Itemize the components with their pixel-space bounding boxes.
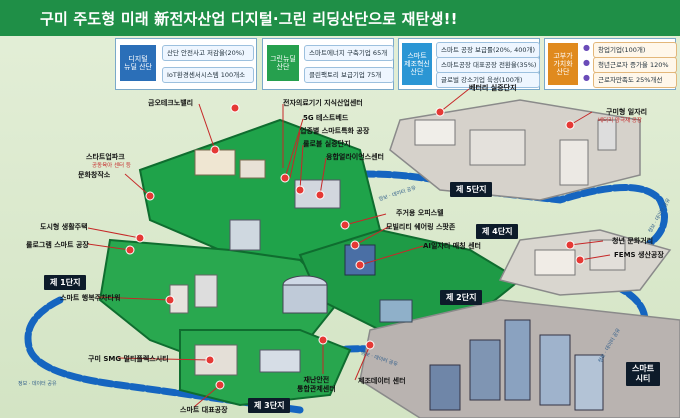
high-value-panel: 고부가 가치화 산단 ● ● ● 창업기업(100개) 청년근로자 증가율 12… bbox=[544, 38, 677, 90]
label-urban-housing: 도시형 생활주택 bbox=[40, 223, 88, 231]
digital-panel-head: 디지털 뉴딜 산단 bbox=[120, 45, 156, 81]
value-panel-head: 고부가 가치화 산단 bbox=[548, 43, 578, 85]
label-residential-officetel: 주거용 오피스텔 bbox=[396, 209, 444, 217]
lightbulb-icon: ● bbox=[583, 43, 590, 52]
person-icon: ● bbox=[583, 58, 590, 67]
smart-city-tag: 스마트 시티 bbox=[626, 362, 661, 386]
label-startup-sub: 공동육아 센터 등 bbox=[92, 163, 131, 169]
label-geumo-techno-valley: 금오테크노밸리 bbox=[148, 99, 194, 107]
zone-4-tag: 제 4단지 bbox=[476, 224, 519, 239]
location-pins bbox=[125, 103, 585, 390]
label-rollable-smart-factory: 롤로그램 스마트 공장 bbox=[26, 241, 89, 249]
label-mobility-sharing: 모빌리티 쉐어링 스팟존 bbox=[386, 223, 456, 231]
label-5g-testbed: 5G 테스트베드 bbox=[303, 114, 349, 122]
page-title: 구미 주도형 미래 新전자산업 디지털·그린 리딩산단으로 재탄생!! bbox=[0, 0, 680, 36]
value-item: 근로자만족도 25%개선 bbox=[593, 72, 677, 88]
label-electronic-medical-center: 전자의료기기 지식산업센터 bbox=[283, 99, 363, 107]
green-new-deal-panel: 그린뉴딜 산단 스마트에너지 구축기업 65개 클린팩토리 보급기업 75개 bbox=[262, 38, 394, 90]
label-rollable-test-site: 롤로블 실증단지 bbox=[303, 140, 351, 148]
label-manufacturing-data-center: 제조데이터 센터 bbox=[358, 377, 406, 385]
label-battery-plant: 베터리 양극재 공장 bbox=[598, 118, 642, 124]
zone-2-tag: 제 2단지 bbox=[440, 290, 483, 305]
data-flow-label: 정보 · 데이터 공유 bbox=[18, 381, 57, 387]
label-youth-culture-street: 청년 문화거리 bbox=[612, 237, 654, 245]
digital-item: IoT환경센서시스템 100개소 bbox=[162, 67, 254, 83]
smart-manufacturing-panel: 스마트 제조혁신 산단 스마트 공장 보급률(20%, 400개) 스마트공장 … bbox=[398, 38, 540, 90]
zone-1-tag: 제 1단지 bbox=[44, 275, 87, 290]
green-item: 클린팩토리 보급기업 75개 bbox=[304, 67, 394, 83]
smart-panel-head: 스마트 제조혁신 산단 bbox=[402, 43, 432, 85]
smile-icon: ● bbox=[583, 73, 590, 82]
label-smart-factory: 업종별 스마트특화 공장 bbox=[300, 127, 370, 135]
green-item: 스마트에너지 구축기업 65개 bbox=[304, 45, 394, 61]
label-battery-test-site: 베터리 실증단지 bbox=[469, 84, 517, 92]
zone-5-tag: 제 5단지 bbox=[450, 182, 493, 197]
digital-item: 산단 안전사고 저감율(20%) bbox=[162, 45, 254, 61]
label-startup-park: 스타트업파크 bbox=[86, 153, 125, 161]
label-convergence-center: 융합얼라이언스센터 bbox=[326, 153, 384, 161]
label-gumi-smg-city: 구미 SMG 멀티플렉스시티 bbox=[88, 355, 169, 363]
label-gumi-jobs: 구미형 일자리 bbox=[606, 108, 648, 116]
label-fems-plant: FEMS 생산공장 bbox=[614, 251, 664, 259]
label-smart-parking-tower: 스마트 행복주차타워 bbox=[60, 294, 121, 302]
green-panel-head: 그린뉴딜 산단 bbox=[267, 45, 299, 81]
smart-item: 글로벌 강소기업 육성(100개) bbox=[436, 72, 540, 88]
zone-3-tag: 제 3단지 bbox=[248, 398, 291, 413]
label-smart-representative-factory: 스마트 대표공장 bbox=[180, 406, 228, 414]
label-culture-studio: 문화창작소 bbox=[78, 171, 111, 179]
digital-new-deal-panel: 디지털 뉴딜 산단 산단 안전사고 저감율(20%) IoT환경센서시스템 10… bbox=[115, 38, 257, 90]
label-disaster-center: 재난안전 통합관제센터 bbox=[297, 376, 336, 393]
label-ai-job-matching: AI일자리 매칭 센터 bbox=[423, 242, 481, 250]
